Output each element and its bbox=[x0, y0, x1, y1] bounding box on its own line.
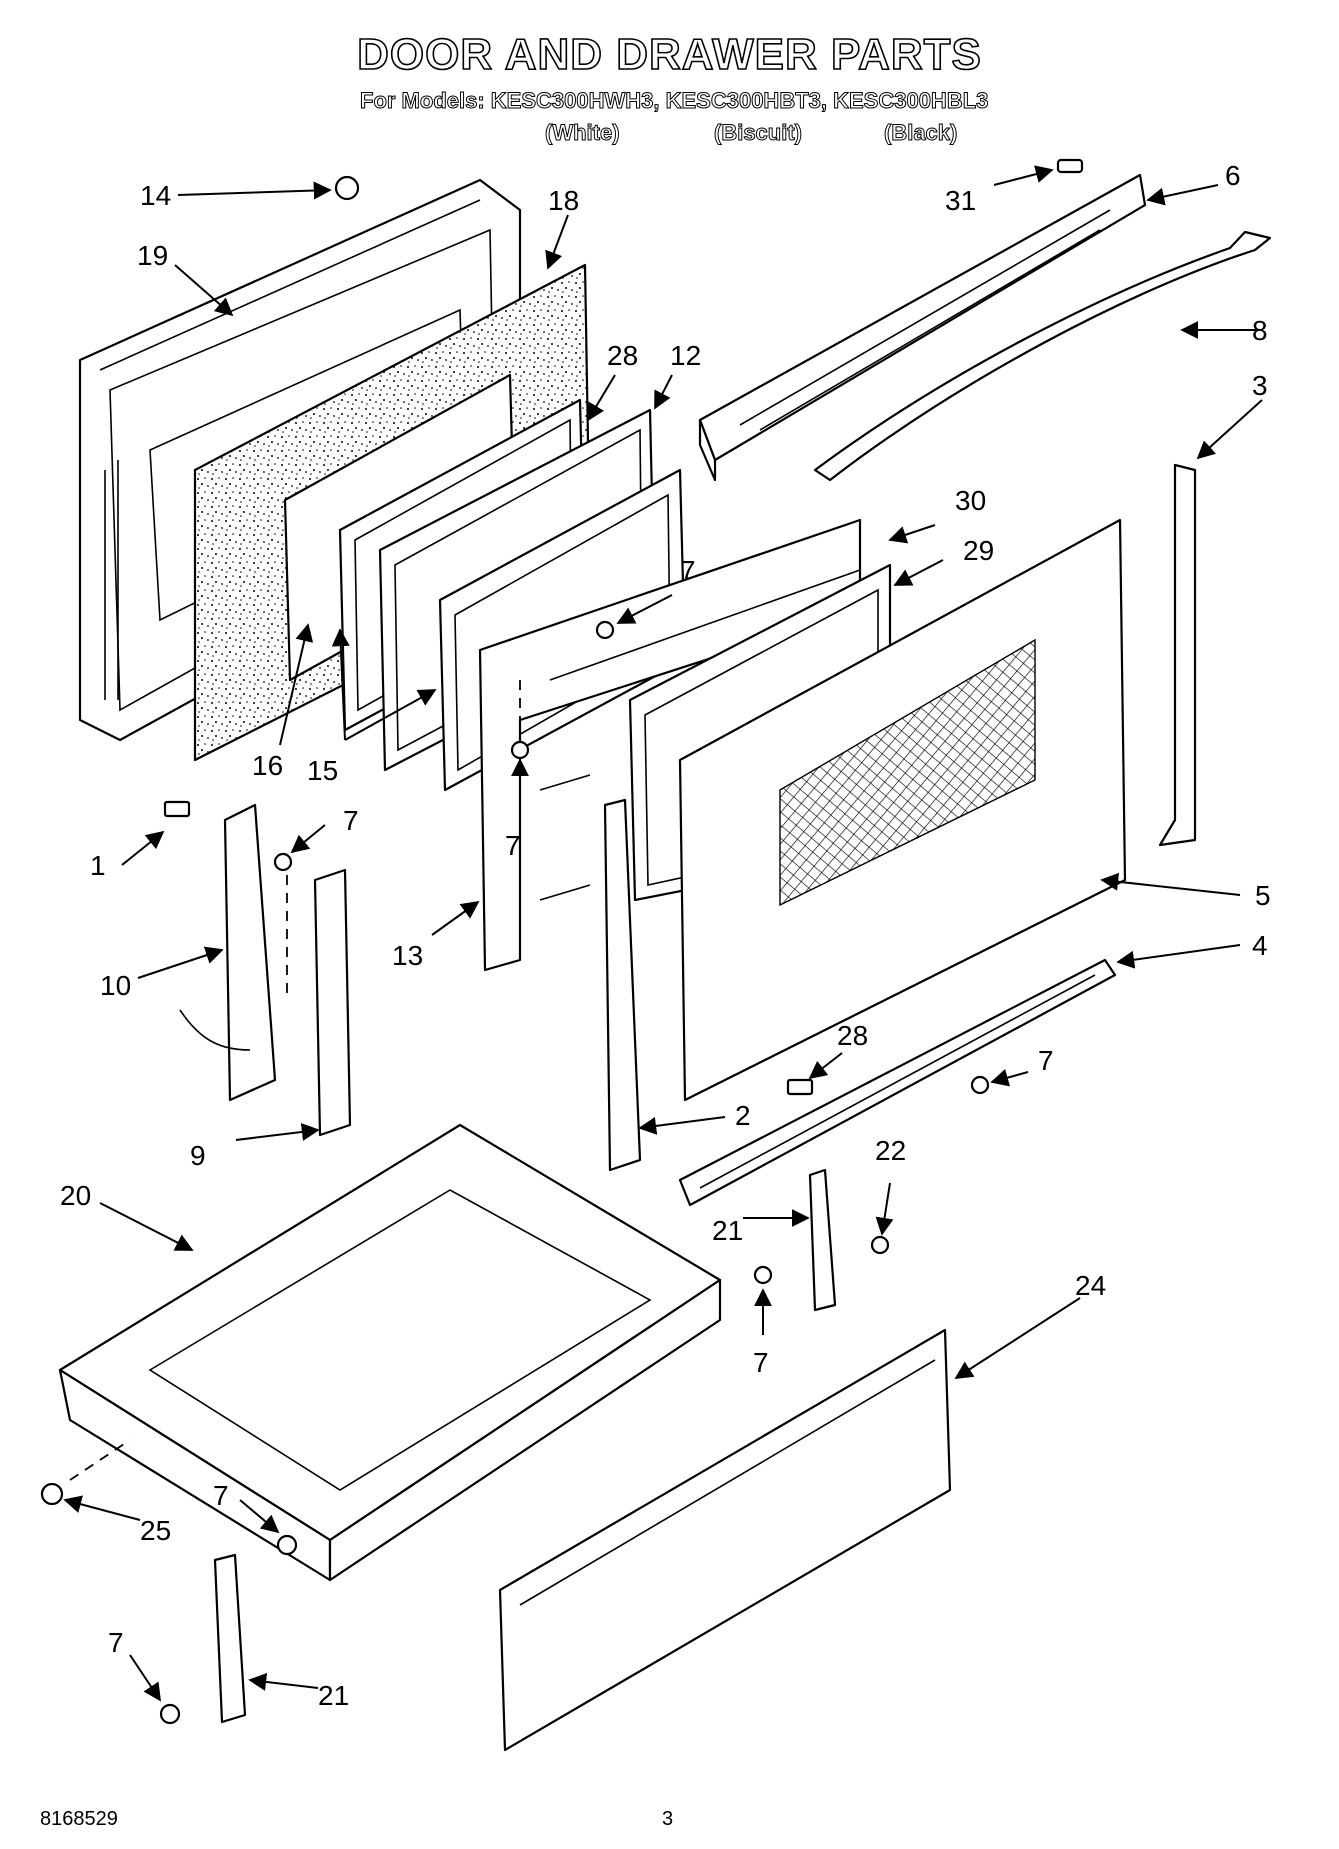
callout-16: 16 bbox=[252, 750, 283, 781]
callout-5: 5 bbox=[1255, 880, 1271, 911]
callout-18: 18 bbox=[548, 185, 579, 216]
drawer-slide-bracket-upper bbox=[808, 1168, 837, 1312]
callout-7-mid: 7 bbox=[505, 830, 521, 861]
leader-lines bbox=[63, 165, 1263, 1702]
door-bumper-14 bbox=[334, 175, 360, 201]
callout-19: 19 bbox=[137, 240, 168, 271]
clip-1 bbox=[163, 800, 191, 818]
callout-25: 25 bbox=[140, 1515, 171, 1546]
screw-7-drawer-right bbox=[753, 1265, 773, 1285]
callout-13: 13 bbox=[392, 940, 423, 971]
callout-30: 30 bbox=[955, 485, 986, 516]
color-biscuit: (Biscuit) bbox=[714, 120, 803, 146]
side-trim-right bbox=[1158, 463, 1197, 847]
bottom-trim bbox=[678, 958, 1117, 1207]
document-number: 8168529 bbox=[40, 1808, 118, 1830]
callout-24: 24 bbox=[1075, 1270, 1106, 1301]
callout-31: 31 bbox=[945, 185, 976, 216]
callout-7-left: 7 bbox=[343, 805, 359, 836]
callout-6: 6 bbox=[1225, 160, 1241, 191]
callout-28-lower: 28 bbox=[837, 1020, 868, 1051]
door-handle bbox=[813, 230, 1272, 482]
alignment-line-drawer bbox=[69, 1439, 131, 1481]
callout-8: 8 bbox=[1252, 315, 1268, 346]
screw-7-mid bbox=[510, 740, 530, 760]
page-title: DOOR AND DRAWER PARTS bbox=[356, 29, 982, 80]
callout-7-drawer-left: 7 bbox=[213, 1480, 229, 1511]
screw-22 bbox=[870, 1235, 890, 1255]
vent-trim bbox=[698, 173, 1147, 482]
screw-31 bbox=[1056, 158, 1084, 174]
callout-9: 9 bbox=[190, 1140, 206, 1171]
callout-7-bottom: 7 bbox=[108, 1627, 124, 1658]
screw-7-bottom bbox=[159, 1703, 181, 1725]
callout-7-drawer-right: 7 bbox=[753, 1347, 769, 1378]
vertical-trim bbox=[313, 868, 352, 1137]
models-line: For Models: KESC300HWH3, KESC300HBT3, KE… bbox=[359, 88, 989, 114]
drawer-slide-bracket-lower bbox=[213, 1553, 247, 1724]
callout-2: 2 bbox=[735, 1100, 751, 1131]
vertical-trim-mid bbox=[603, 798, 642, 1172]
callout-7-right: 7 bbox=[1038, 1045, 1054, 1076]
outer-door-panel bbox=[678, 518, 1127, 1102]
callout-20: 20 bbox=[60, 1180, 91, 1211]
clip-28-lower bbox=[786, 1078, 814, 1096]
callout-21-lower: 21 bbox=[318, 1680, 349, 1711]
color-black: (Black) bbox=[883, 120, 958, 146]
callout-7-top: 7 bbox=[680, 555, 696, 586]
callout-29: 29 bbox=[963, 535, 994, 566]
callout-14: 14 bbox=[140, 180, 171, 211]
side-bracket-left bbox=[179, 803, 277, 1102]
callout-3: 3 bbox=[1252, 370, 1268, 401]
callout-10: 10 bbox=[100, 970, 131, 1001]
callout-21-upper: 21 bbox=[712, 1215, 743, 1246]
screw-7-left bbox=[273, 852, 293, 872]
screw-7-right bbox=[970, 1075, 990, 1095]
callout-1: 1 bbox=[90, 850, 106, 881]
callout-22: 22 bbox=[875, 1135, 906, 1166]
screw-7-top bbox=[595, 620, 615, 640]
callout-4: 4 bbox=[1252, 930, 1268, 961]
callout-15: 15 bbox=[307, 755, 338, 786]
drawer-front bbox=[498, 1328, 952, 1752]
screw-25 bbox=[40, 1482, 64, 1506]
page-number: 3 bbox=[662, 1808, 674, 1830]
callout-12: 12 bbox=[670, 340, 701, 371]
screw-7-drawer-left bbox=[276, 1534, 298, 1556]
callout-28-top: 28 bbox=[607, 340, 638, 371]
color-white: (White) bbox=[545, 120, 621, 146]
drawer-body bbox=[58, 1123, 722, 1582]
